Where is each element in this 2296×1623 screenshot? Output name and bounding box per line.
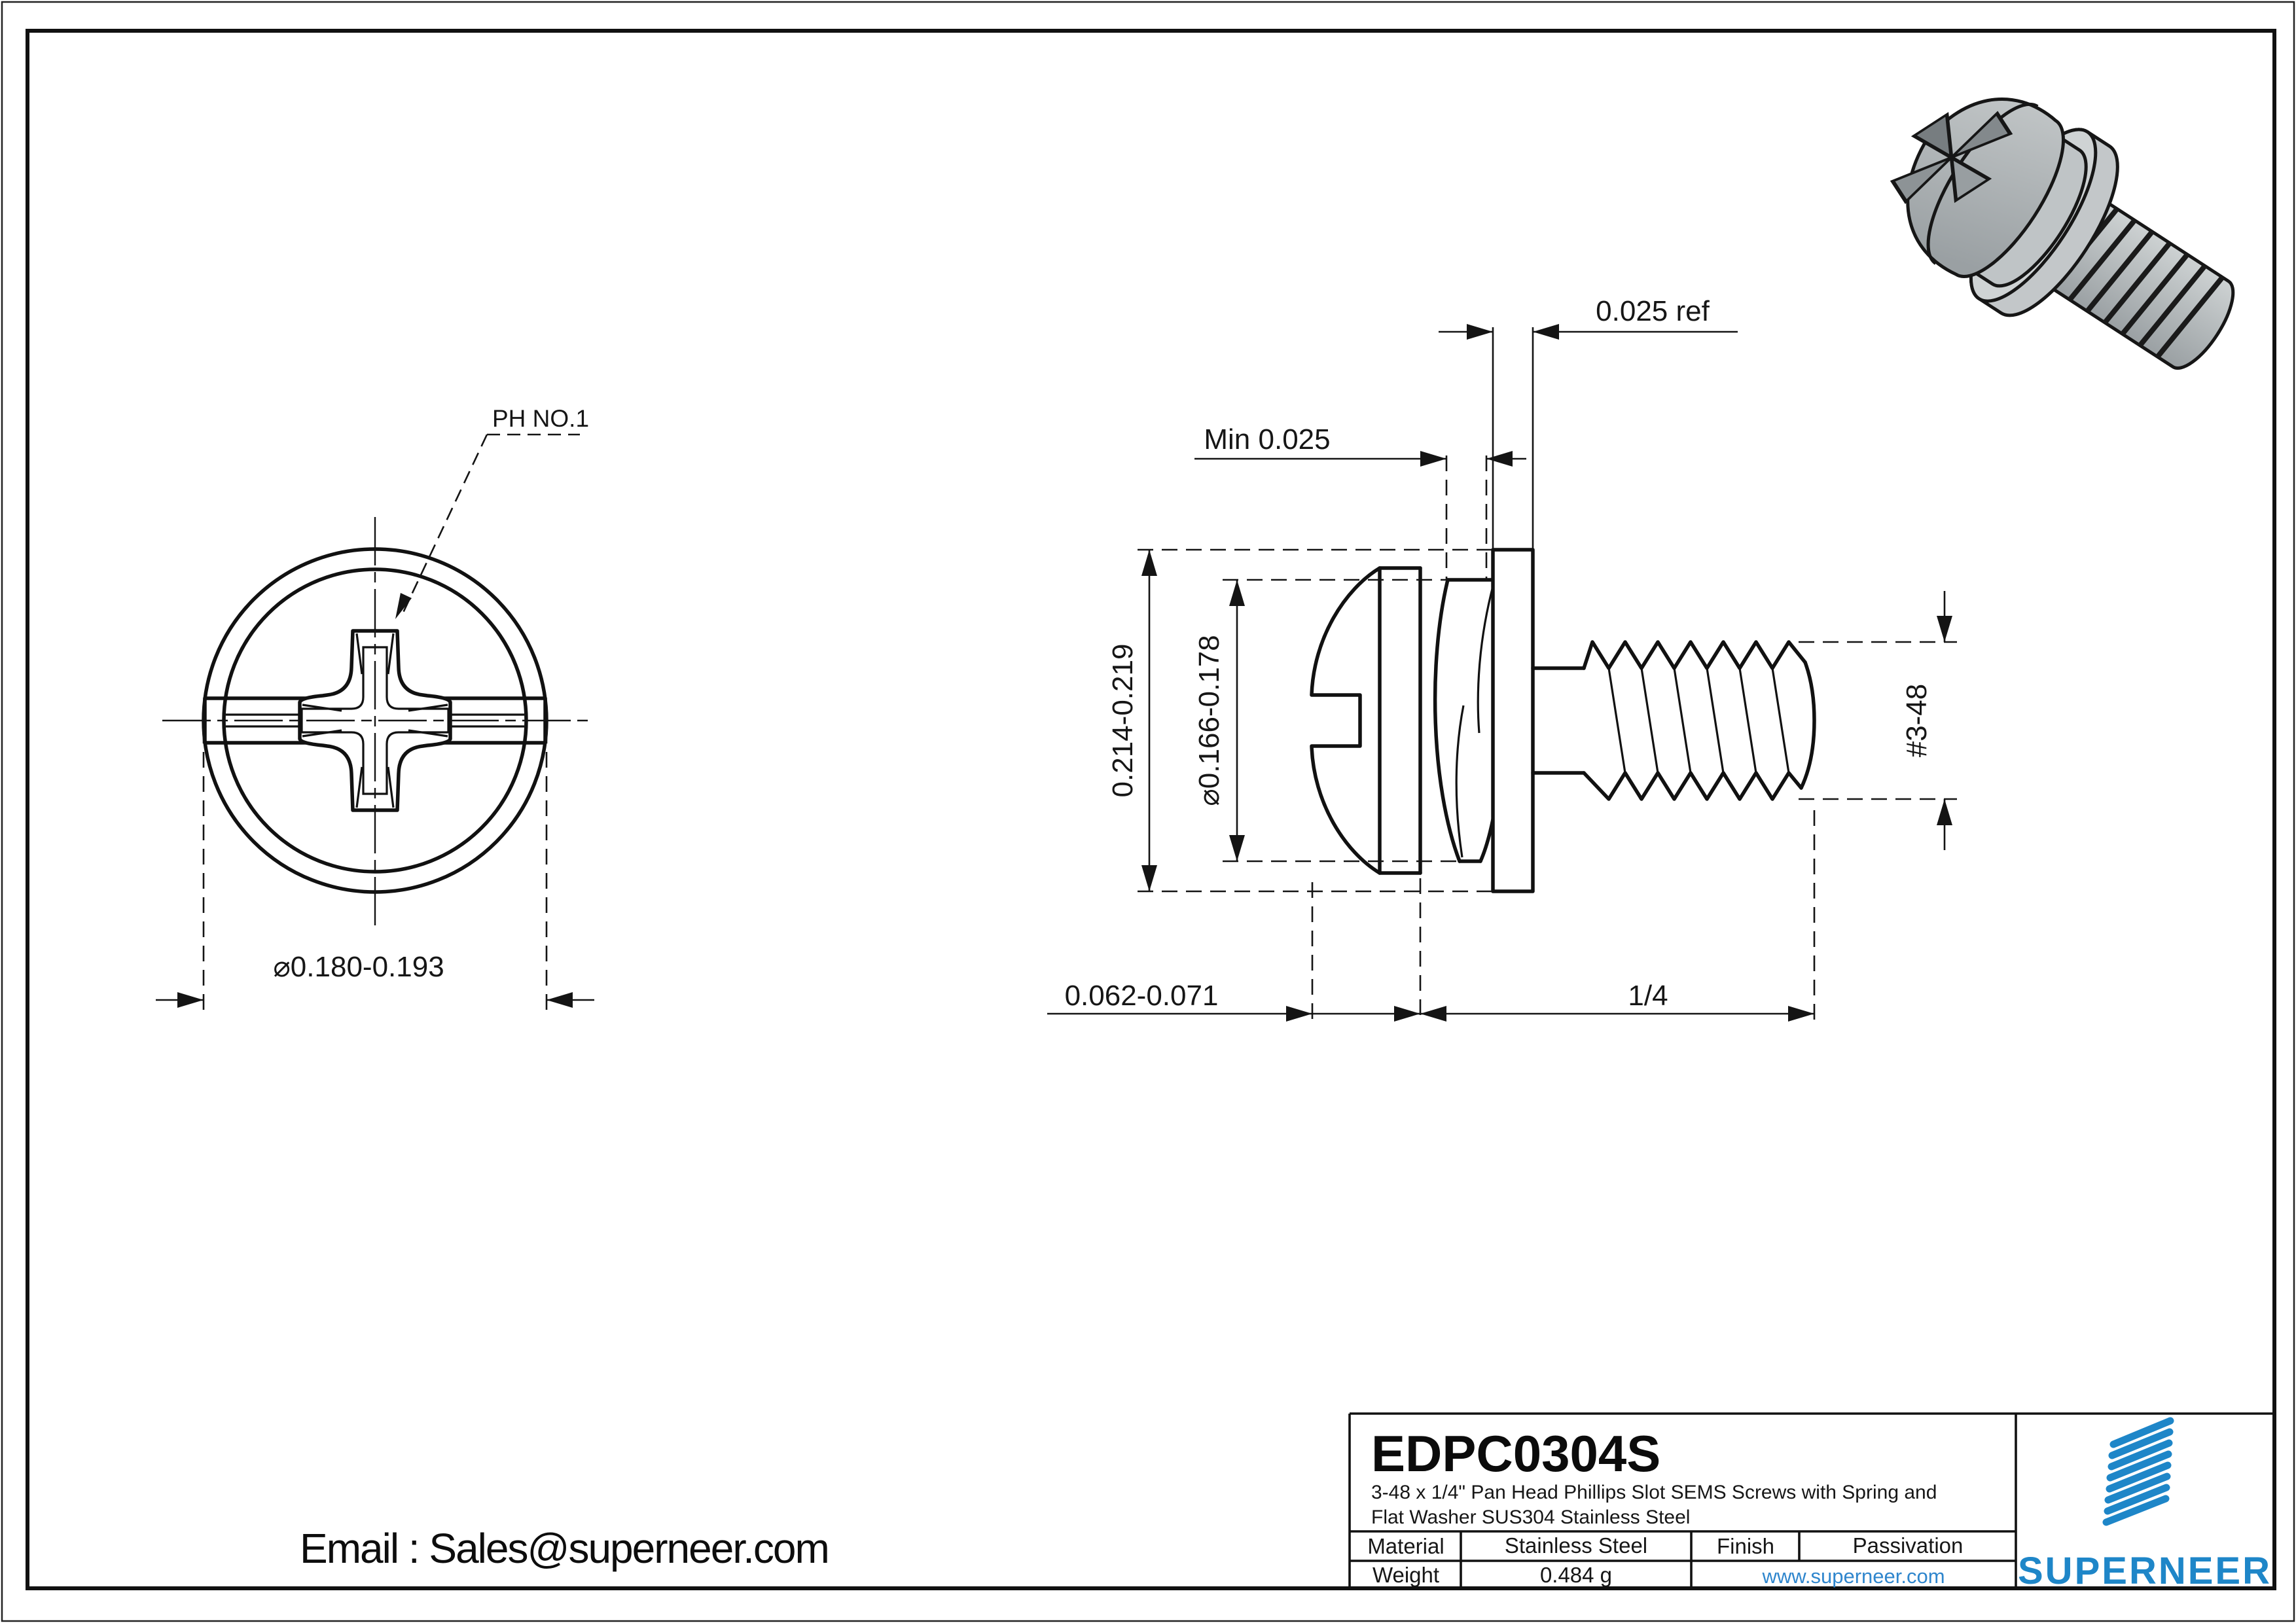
spring-od-text: ⌀0.166-0.178 <box>1193 635 1225 806</box>
flat-washer <box>1491 548 1535 893</box>
head-height-text: 0.062-0.071 <box>1065 980 1219 1012</box>
bottom-dimensions: 0.062-0.071 1/4 <box>1047 810 1816 1022</box>
weight-label: Weight <box>1372 1563 1439 1587</box>
leader-arrowhead <box>395 593 412 619</box>
head-dia-dimension: ⌀0.180-0.193 <box>156 728 594 1018</box>
washer-od-dimension: 0.214-0.219 <box>1107 548 1493 893</box>
front-view: PH NO.1 ⌀0.180-0.193 <box>156 405 594 1018</box>
weight-value: 0.484 g <box>1540 1563 1612 1587</box>
finish-label: Finish <box>1717 1534 1774 1558</box>
phillips-tip-details <box>302 633 448 808</box>
thread-size-dimension: #3-48 <box>1799 591 1957 850</box>
render-head <box>1890 98 2065 278</box>
material-value: Stainless Steel <box>1505 1533 1647 1558</box>
website-link[interactable]: www.superneer.com <box>1761 1565 1945 1588</box>
front-centerlines <box>162 517 588 929</box>
thread-size-text: #3-48 <box>1901 684 1933 758</box>
finish-value: Passivation <box>1853 1533 1964 1558</box>
head-dia-text: ⌀0.180-0.193 <box>273 951 444 983</box>
email-text: Email : Sales@superneer.com <box>300 1525 829 1572</box>
spring-min-dimension: Min 0.025 <box>1194 423 1526 580</box>
material-label: Material <box>1367 1534 1444 1558</box>
description-line2: Flat Washer SUS304 Stainless Steel <box>1371 1507 1690 1528</box>
spring-od-dimension: ⌀0.166-0.178 <box>1193 579 1460 863</box>
ph-callout: PH NO.1 <box>395 405 589 619</box>
superneer-logo-icon <box>2102 1417 2174 1526</box>
brand-text: SUPERNEER <box>2018 1550 2272 1592</box>
description-line1: 3-48 x 1/4" Pan Head Phillips Slot SEMS … <box>1371 1482 1937 1503</box>
render-phillips-recess <box>1890 111 2013 204</box>
phillips-cross-inner <box>300 646 450 795</box>
side-view: 0.214-0.219 ⌀0.166-0.178 0.025 ref <box>1047 295 1957 1022</box>
threaded-shank <box>1531 640 1816 801</box>
washer-od-text: 0.214-0.219 <box>1107 644 1139 798</box>
length-text: 1/4 <box>1628 980 1668 1012</box>
spring-min-text: Min 0.025 <box>1204 423 1330 455</box>
ph-label: PH NO.1 <box>492 405 589 432</box>
title-block: EDPC0304S 3-48 x 1/4" Pan Head Phillips … <box>1348 1412 2274 1592</box>
screw-3d-render <box>1890 98 2235 370</box>
part-number: EDPC0304S <box>1371 1425 1660 1482</box>
title-block-grid <box>1348 1412 2274 1588</box>
washer-thk-dimension: 0.025 ref <box>1439 295 1738 548</box>
pan-head <box>1310 566 1422 875</box>
washer-thk-text: 0.025 ref <box>1596 295 1710 327</box>
